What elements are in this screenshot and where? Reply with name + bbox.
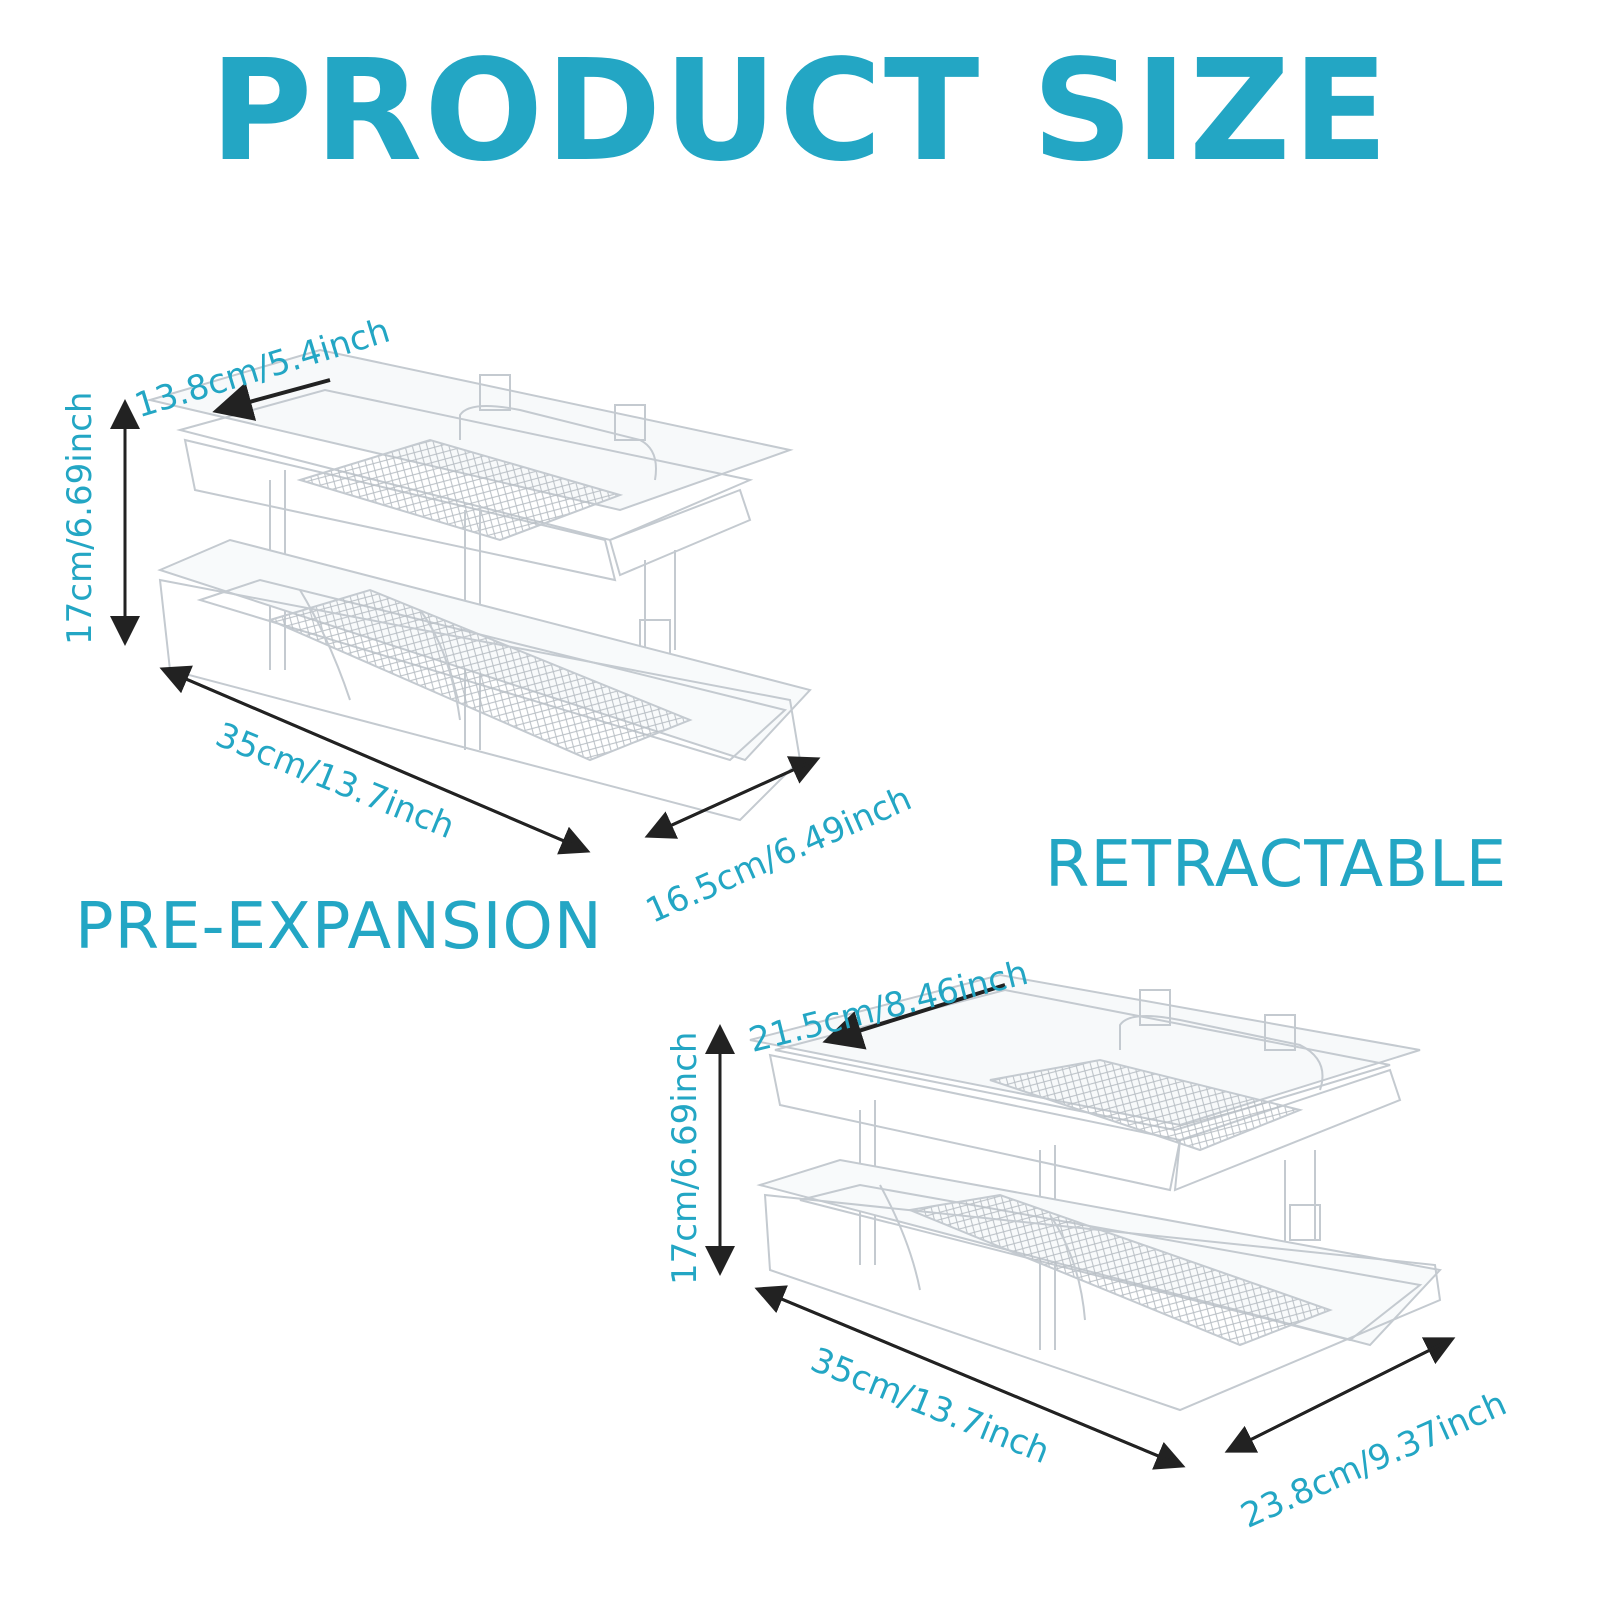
retractable-label: RETRACTABLE [1045, 828, 1508, 902]
organizer-retractable [749, 973, 1442, 1412]
organizer-pre-expansion [146, 348, 812, 822]
ret-height-label: 17cm/6.69inch [665, 1031, 705, 1285]
depth-arrow-pre [212, 378, 331, 421]
pre-height-label: 17cm/6.69inch [60, 391, 100, 645]
depth-arrow-ret [822, 983, 1006, 1050]
page-title: PRODUCT SIZE [209, 30, 1391, 193]
pre-expansion-label: PRE-EXPANSION [75, 890, 603, 964]
